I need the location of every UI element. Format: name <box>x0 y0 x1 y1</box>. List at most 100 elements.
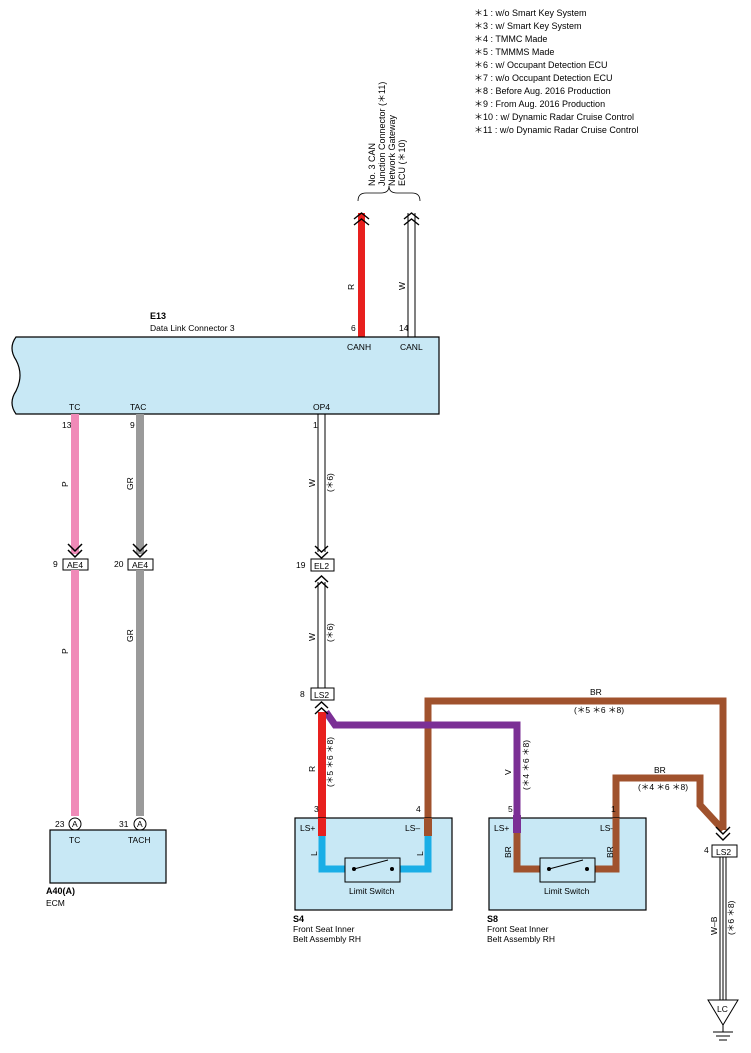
ecm-pin-a31: 31 A <box>119 817 147 831</box>
s8-terminal-minus: LS– <box>600 823 615 833</box>
connector-ae4-tc: 9 AE4 <box>53 558 89 571</box>
svg-text:4: 4 <box>704 845 709 855</box>
wire-canl-white <box>407 213 416 337</box>
wire-tc-pink <box>71 414 79 554</box>
wire-color-label: GR <box>125 629 135 642</box>
pin-number: 13 <box>62 420 72 430</box>
wire-wb <box>719 857 727 1000</box>
s4-terminal-minus: LS– <box>405 823 420 833</box>
destination-brace <box>357 185 421 202</box>
svg-text:AE4: AE4 <box>132 560 148 570</box>
s8-name: Belt Assembly RH <box>487 934 555 944</box>
ecm-terminal-tc: TC <box>69 835 80 845</box>
wire-color-label: W <box>397 282 407 290</box>
svg-text:A: A <box>137 819 143 829</box>
wire-cond-label: (＊6 ＊8) <box>726 900 736 935</box>
s4-name: Belt Assembly RH <box>293 934 361 944</box>
s4-terminal-plus: LS+ <box>300 823 315 833</box>
wire-cond-label: (＊6) <box>325 473 335 492</box>
note-9: ＊9 : From Aug. 2016 Production <box>474 99 605 109</box>
wire-color-label: R <box>307 766 317 772</box>
double-chevron-icon <box>314 545 329 559</box>
double-chevron-icon <box>314 701 329 715</box>
pin-number: 9 <box>130 420 135 430</box>
note-5: ＊5 : TMMMS Made <box>474 47 554 57</box>
wire-color-label: W–B <box>709 916 719 935</box>
terminal-tac: TAC <box>130 402 146 412</box>
double-chevron-icon <box>403 212 420 226</box>
wire-color-label: BR <box>503 846 513 858</box>
s4-limit-switch <box>344 857 401 883</box>
pin-number: 4 <box>416 804 421 814</box>
wire-op4-white <box>317 414 326 552</box>
ground-label: LC <box>717 1004 728 1014</box>
connector-el2: 19 EL2 <box>296 558 335 572</box>
ecm-terminal-tach: TACH <box>128 835 151 845</box>
wire-cond-label: (＊4 ＊6 ＊8) <box>521 740 531 790</box>
pin-number: 5 <box>508 804 513 814</box>
can-destination-label: No. 3 CAN Junction Connector (＊11) Netwo… <box>367 82 407 186</box>
s4-code: S4 <box>293 914 304 924</box>
pin-number: 1 <box>611 804 616 814</box>
ecm-name: ECM <box>46 898 65 908</box>
svg-text:31: 31 <box>119 819 129 829</box>
svg-text:20: 20 <box>114 559 124 569</box>
dlc-code: E13 <box>150 311 166 321</box>
terminal-canl: CANL <box>400 342 423 352</box>
pin-number: 3 <box>314 804 319 814</box>
wire-color-label: P <box>60 481 70 487</box>
connector-ls2-right: 4 LS2 <box>704 844 738 858</box>
wire-canh-red <box>358 213 365 337</box>
s8-terminal-plus: LS+ <box>494 823 509 833</box>
note-7: ＊7 : w/o Occupant Detection ECU <box>474 73 613 83</box>
wire-color-label: BR <box>605 846 615 858</box>
note-4: ＊4 : TMMC Made <box>474 34 547 44</box>
dlc-name: Data Link Connector 3 <box>150 323 235 333</box>
dlc-connector-box <box>11 336 440 415</box>
svg-text:Junction Connector (＊11): Junction Connector (＊11) <box>377 82 387 186</box>
notes-legend: ＊1 : w/o Smart Key System ＊3 : w/ Smart … <box>474 8 638 135</box>
s8-code: S8 <box>487 914 498 924</box>
svg-text:LS2: LS2 <box>314 690 329 700</box>
pin-number: 14 <box>399 323 409 333</box>
double-chevron-icon <box>353 212 370 226</box>
wire-color-label: L <box>309 851 319 856</box>
s8-limit-switch <box>539 857 596 883</box>
ground-lc-icon <box>707 999 739 1041</box>
pin-number: 6 <box>351 323 356 333</box>
wire-violet <box>323 710 521 815</box>
svg-text:LS2: LS2 <box>716 847 731 857</box>
wire-color-label: L <box>415 851 425 856</box>
wire-color-label: W <box>307 479 317 487</box>
wire-tc-pink-lower <box>71 570 79 816</box>
double-chevron-icon <box>715 826 731 841</box>
connector-ae4-tac: 20 AE4 <box>114 558 154 571</box>
wire-op4-white-lower <box>317 582 326 688</box>
s4-switch-label: Limit Switch <box>349 886 395 896</box>
pin-number: 1 <box>313 420 318 430</box>
s8-switch-label: Limit Switch <box>544 886 590 896</box>
svg-text:ECU (＊10): ECU (＊10) <box>397 139 407 186</box>
wire-cond-label: (＊5 ＊6 ＊8) <box>325 737 335 787</box>
svg-text:No. 3 CAN: No. 3 CAN <box>367 143 377 186</box>
note-3: ＊3 : w/ Smart Key System <box>474 21 582 31</box>
note-6: ＊6 : w/ Occupant Detection ECU <box>474 60 608 70</box>
svg-text:19: 19 <box>296 560 306 570</box>
note-10: ＊10 : w/ Dynamic Radar Cruise Control <box>474 112 634 122</box>
wire-tac-gray-lower <box>136 570 144 816</box>
wire-color-label: W <box>307 633 317 641</box>
note-11: ＊11 : w/o Dynamic Radar Cruise Control <box>474 125 638 135</box>
ecm-box <box>49 829 167 884</box>
double-chevron-icon <box>314 575 329 589</box>
wire-cond-label: (＊6) <box>325 623 335 642</box>
terminal-canh: CANH <box>347 342 371 352</box>
wire-br-top <box>424 697 727 830</box>
double-chevron-icon <box>67 543 148 559</box>
terminal-op4: OP4 <box>313 402 330 412</box>
s4-name: Front Seat Inner <box>293 924 355 934</box>
svg-text:23: 23 <box>55 819 65 829</box>
wire-color-label: V <box>503 769 513 775</box>
s8-name: Front Seat Inner <box>487 924 549 934</box>
svg-text:8: 8 <box>300 689 305 699</box>
